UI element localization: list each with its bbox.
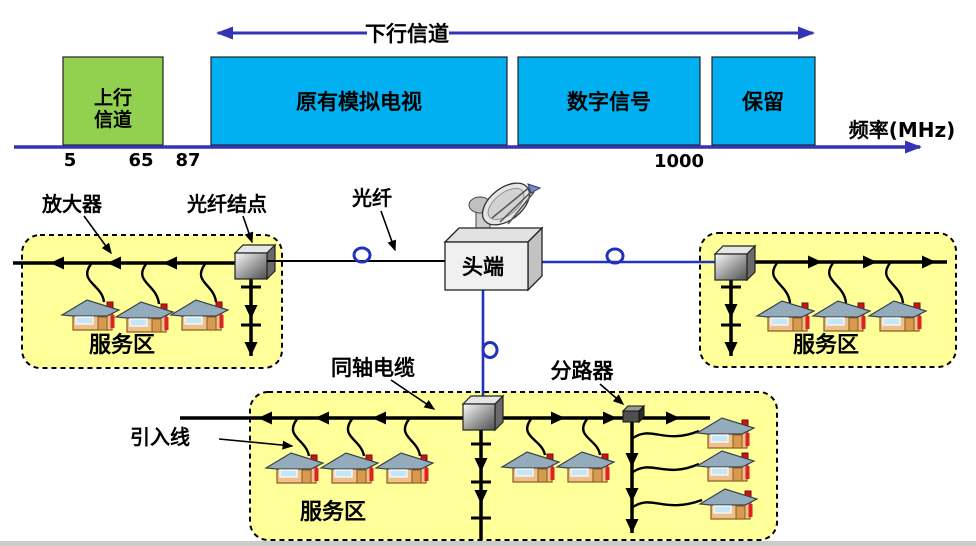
- drop-line: [827, 262, 848, 304]
- drop-line: [526, 418, 547, 456]
- amplifier-arrow-icon: [863, 255, 877, 269]
- right-service-area-group: 服务区: [714, 245, 947, 358]
- drop-line: [291, 418, 311, 457]
- fiber-links: [267, 246, 717, 404]
- down-arrow-icon: [244, 342, 258, 356]
- amplifier-label: 放大器: [41, 192, 103, 216]
- amplifier-arrow-icon: [551, 411, 565, 425]
- amplifier-arrow-icon: [50, 256, 64, 270]
- amplifier-arrow-icon: [258, 411, 272, 425]
- splitter-pointer: [599, 383, 625, 405]
- digital-signal-band: [517, 56, 701, 146]
- down-arrow-icon: [474, 490, 488, 504]
- tick-65: 65: [128, 150, 153, 171]
- amplifier-arrow-icon: [107, 256, 121, 270]
- fiber-loop-icon: [352, 246, 372, 264]
- down-arrow-icon: [474, 458, 488, 472]
- headend-group: 头端: [443, 182, 544, 292]
- drop-line: [884, 262, 905, 304]
- headend-box-front: [444, 241, 529, 291]
- down-arrow-icon: [625, 488, 639, 502]
- drop-line: [140, 263, 161, 305]
- fiber-node-box-center: [462, 395, 504, 431]
- amplifier-arrow-icon: [666, 411, 680, 425]
- headend-label: 头端: [462, 255, 504, 279]
- fiber-node-box-right: [714, 245, 756, 281]
- annotations: 放大器 光纤结点 光纤 同轴电缆 分路器 引入线: [41, 186, 625, 450]
- down-arrow-icon: [244, 305, 258, 319]
- reserved-band: [711, 56, 816, 146]
- drop-line: [632, 498, 703, 509]
- splitter-box: [621, 404, 646, 424]
- upstream-label-line1: 上行: [94, 86, 132, 109]
- tick-5: 5: [64, 150, 77, 171]
- service-area-label-center: 服务区: [300, 500, 366, 525]
- central-service-area-group: 服务区: [180, 395, 758, 540]
- coax-cable-pointer: [390, 379, 436, 410]
- reserved-label: 保留: [741, 90, 784, 114]
- down-arrow-icon: [724, 342, 738, 356]
- drop-line: [403, 418, 422, 457]
- down-arrow-icon: [724, 304, 738, 318]
- drop-line: [632, 462, 700, 474]
- drop-line-pointer: [218, 438, 294, 450]
- digital-signal-label: 数字信号: [567, 90, 651, 114]
- amplifier-arrow-icon: [808, 255, 822, 269]
- frequency-axis-label: 频率(MHz): [849, 118, 956, 142]
- amplifier-arrow-icon: [315, 411, 329, 425]
- amplifier-arrow-icon: [163, 256, 177, 270]
- drop-line: [771, 262, 792, 304]
- drop-line-label: 引入线: [130, 425, 190, 449]
- analog-tv-label: 原有模拟电视: [296, 90, 422, 114]
- coax-cable-label: 同轴电缆: [331, 356, 415, 380]
- drop-line: [632, 429, 700, 440]
- fiber-node-label: 光纤结点: [186, 192, 267, 216]
- service-area-left: [21, 234, 283, 369]
- amplifier-arrow-icon: [603, 411, 617, 425]
- drop-line: [346, 418, 366, 457]
- splitter-label: 分路器: [551, 359, 615, 383]
- drop-line: [582, 418, 602, 456]
- left-service-area-group: 服务区: [13, 244, 276, 358]
- fiber-label: 光纤: [351, 186, 392, 210]
- tick-87: 87: [175, 150, 200, 171]
- headend-box-top: [443, 227, 544, 243]
- amplifier-pointer: [83, 215, 112, 255]
- amplifier-arrow-icon: [372, 411, 386, 425]
- fiber-loop-icon: [605, 247, 625, 265]
- tick-1000: 1000: [654, 151, 704, 172]
- frequency-spectrum: 下行信道 上行 信道 原有模拟电视 数字信号 保留 频率(MHz) 5 65 8…: [14, 22, 955, 172]
- service-area-right: [699, 232, 957, 368]
- service-area-label-right: 服务区: [793, 333, 859, 358]
- amplifier-arrow-icon: [922, 255, 936, 269]
- slide-bottom-edge: [0, 541, 976, 546]
- upstream-label-line2: 信道: [94, 108, 132, 131]
- fiber-node-pointer: [242, 215, 254, 244]
- down-arrow-icon: [625, 519, 639, 533]
- down-arrow-icon: [625, 453, 639, 467]
- fiber-pointer: [380, 210, 397, 252]
- drop-line: [85, 263, 106, 303]
- analog-tv-band: [210, 56, 508, 146]
- drop-line: [199, 263, 218, 303]
- service-area-label-left: 服务区: [89, 333, 155, 358]
- downstream-channel-label: 下行信道: [365, 22, 449, 46]
- fiber-loop-icon: [481, 341, 499, 359]
- upstream-band: [62, 56, 164, 146]
